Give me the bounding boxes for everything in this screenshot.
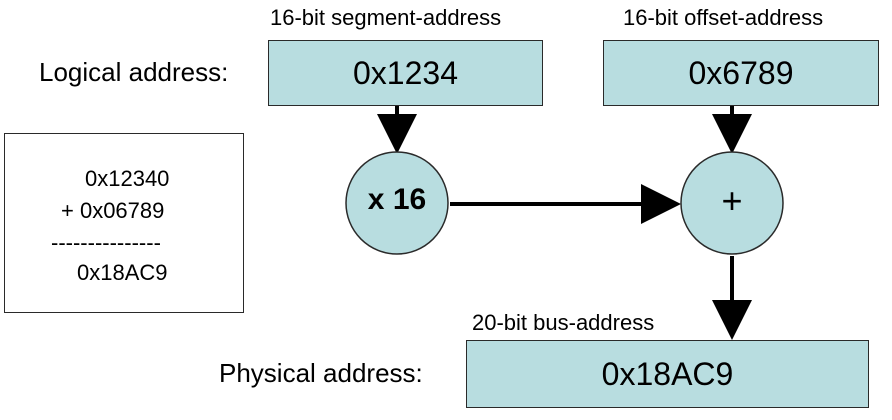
offset-caption: 16-bit offset-address <box>623 5 824 30</box>
calc-result: 0x18AC9 <box>77 260 168 285</box>
add-circle <box>680 151 784 255</box>
segment-address-value: 0x1234 <box>353 54 458 91</box>
add-operator: + <box>721 180 743 221</box>
physical-address-label: Physical address: <box>219 358 423 388</box>
calc-line-1: 0x12340 <box>85 166 170 191</box>
logical-address-label: Logical address: <box>39 57 229 87</box>
multiply-circle <box>345 151 449 255</box>
physical-address-value: 0x18AC9 <box>601 355 734 392</box>
bus-caption: 20-bit bus-address <box>472 310 655 335</box>
calculation-panel: 0x12340 + 0x06789 --------------- 0x18AC… <box>4 133 244 313</box>
calc-separator: --------------- <box>51 230 161 255</box>
segment-caption: 16-bit segment-address <box>270 5 502 30</box>
offset-address-value: 0x6789 <box>688 54 794 91</box>
multiply-operator: x 16 <box>367 183 427 216</box>
calc-line-2: + 0x06789 <box>61 198 165 223</box>
segment-address-box: 0x1234 <box>268 40 543 106</box>
offset-address-box: 0x6789 <box>603 40 879 106</box>
physical-address-box: 0x18AC9 <box>466 340 869 408</box>
